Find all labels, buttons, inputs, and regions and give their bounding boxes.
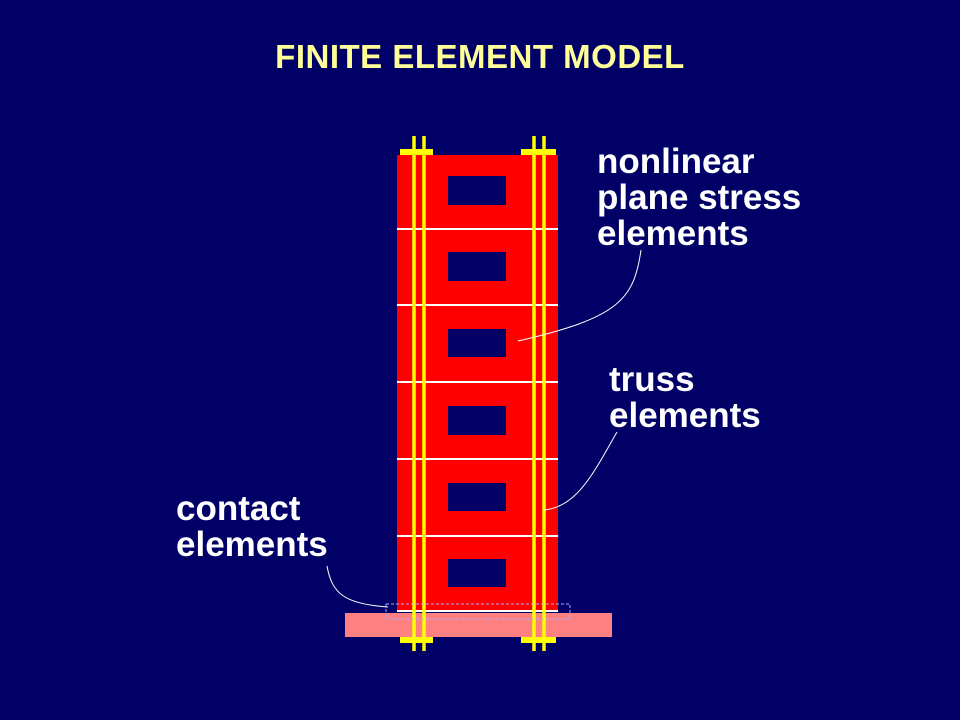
truss-bar-left xyxy=(400,136,433,651)
label-line: elements xyxy=(609,396,761,435)
block-core xyxy=(448,483,506,511)
base-footing xyxy=(345,613,612,637)
truss-bar-right xyxy=(521,136,556,651)
block-core xyxy=(448,406,506,435)
block-core xyxy=(448,252,506,281)
label-nonlinear-plane-stress: nonlinear plane stress elements xyxy=(597,144,801,252)
slide-title: FINITE ELEMENT MODEL xyxy=(275,38,685,75)
label-line: elements xyxy=(597,214,749,253)
leader-truss xyxy=(543,431,618,511)
label-contact-elements: contact elements xyxy=(176,491,328,563)
label-line: nonlinear xyxy=(597,142,755,181)
label-line: plane stress xyxy=(597,178,802,217)
block-cores xyxy=(448,176,506,587)
leader-contact xyxy=(326,565,389,608)
block-core xyxy=(448,329,506,357)
block-core xyxy=(448,559,506,587)
contact-elements-outline xyxy=(385,603,571,620)
block-core xyxy=(448,176,506,205)
leader-nonlinear xyxy=(517,249,642,342)
label-truss-elements: truss elements xyxy=(609,362,761,434)
label-line: truss xyxy=(609,360,695,399)
label-line: contact xyxy=(176,489,301,528)
leader-lines xyxy=(326,249,642,608)
label-line: elements xyxy=(176,525,328,564)
